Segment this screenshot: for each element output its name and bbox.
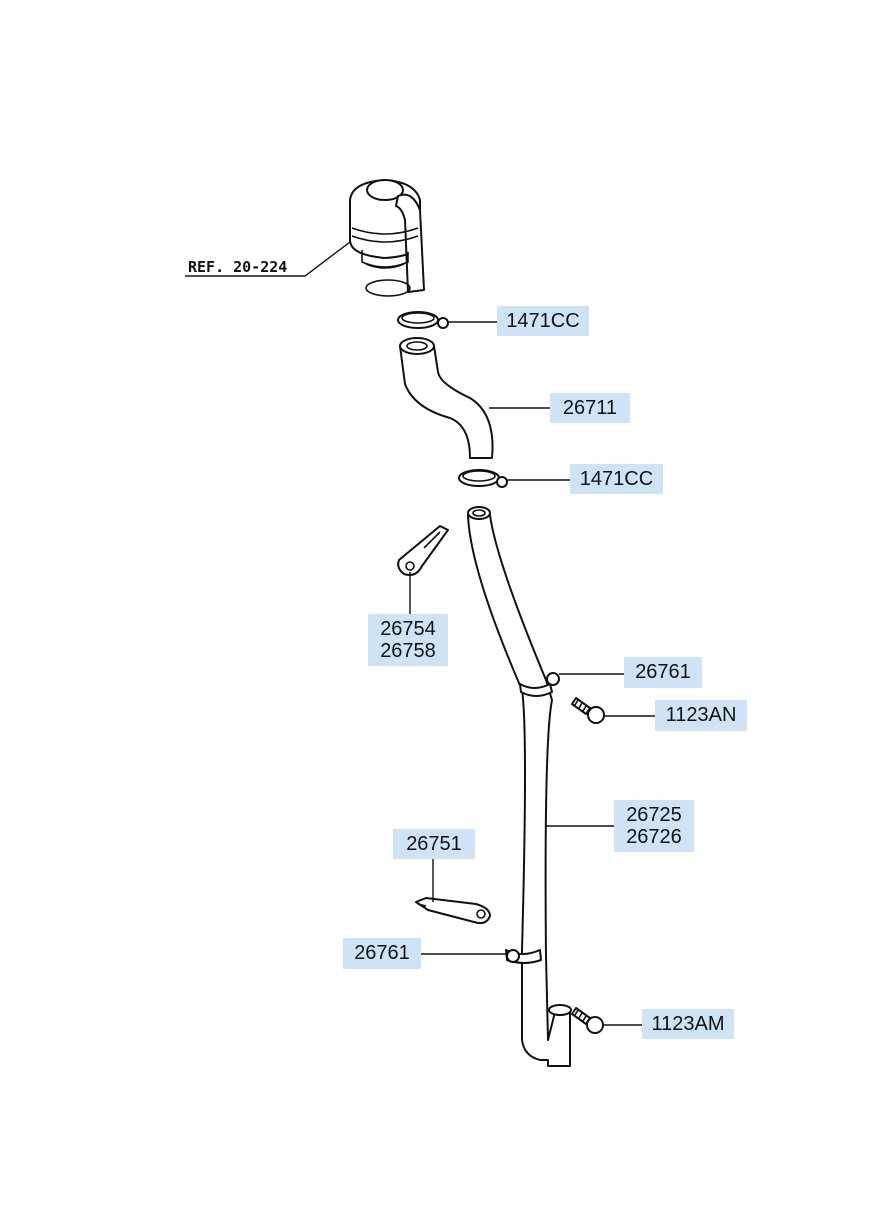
label-upper-hose-text: 26711 <box>562 396 618 419</box>
label-bolt-lower[interactable]: 1123AM <box>642 1009 734 1039</box>
bolt-upper-part[interactable] <box>571 697 605 724</box>
label-clamp-mid-text: 1471CC <box>579 467 654 490</box>
bracket-a-part[interactable] <box>397 525 449 576</box>
label-bracket-a-text-2: 26758 <box>380 640 436 662</box>
label-clip-upper[interactable]: 26761 <box>624 657 702 688</box>
bracket-b-part[interactable] <box>415 897 491 925</box>
label-clip-lower[interactable]: 26761 <box>343 938 421 969</box>
filler-tube-part[interactable] <box>467 506 572 1067</box>
label-clamp-mid[interactable]: 1471CC <box>570 464 663 494</box>
clip-upper-part[interactable] <box>519 672 560 697</box>
label-bracket-a-text-1: 26754 <box>380 617 436 640</box>
label-bracket-a[interactable]: 26754 26758 <box>368 614 448 666</box>
label-upper-hose[interactable]: 26711 <box>550 393 630 423</box>
label-clip-upper-text: 26761 <box>635 661 691 684</box>
label-bolt-upper[interactable]: 1123AN <box>655 700 747 731</box>
label-bracket-b[interactable]: 26751 <box>393 829 475 859</box>
ref-label[interactable]: REF. 20-224 <box>188 258 288 276</box>
label-bolt-upper-text: 1123AN <box>665 704 737 727</box>
upper-hose-part[interactable] <box>399 337 494 459</box>
clamp-mid-part[interactable] <box>458 469 508 488</box>
bolt-lower-part[interactable] <box>571 1007 604 1034</box>
label-clamp-top[interactable]: 1471CC <box>497 306 589 336</box>
label-bracket-b-text: 26751 <box>406 832 462 855</box>
label-filler-tube-text-1: 26725 <box>626 803 682 826</box>
filler-neck-reference-part <box>349 179 425 297</box>
label-filler-tube-text-2: 26726 <box>626 826 682 848</box>
clamp-top-part[interactable] <box>397 311 449 329</box>
label-filler-tube[interactable]: 26725 26726 <box>614 800 694 852</box>
ref-leader-line <box>185 241 351 277</box>
label-clamp-top-text: 1471CC <box>506 309 580 332</box>
label-clip-lower-text: 26761 <box>354 942 410 965</box>
clip-lower-part[interactable] <box>505 949 542 964</box>
label-bolt-lower-text: 1123AM <box>651 1012 725 1035</box>
